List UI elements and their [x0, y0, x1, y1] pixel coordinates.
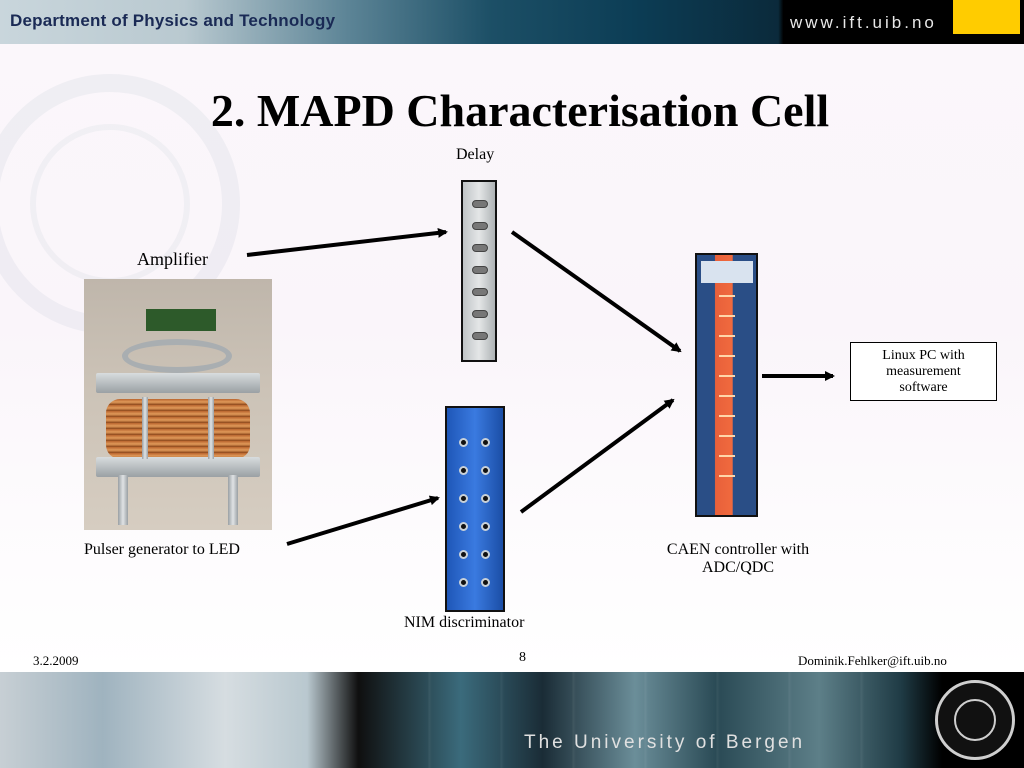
- caen-led-strip: [719, 315, 735, 317]
- connector-jack-icon: [459, 438, 468, 447]
- header-band: Department of Physics and Technology www…: [0, 0, 1024, 44]
- delay-knob-icon: [472, 266, 488, 274]
- connector-jack-icon: [459, 522, 468, 531]
- caen-led-strip: [719, 355, 735, 357]
- caen-controller-module: [695, 253, 758, 517]
- caen-led-strip: [719, 335, 735, 337]
- amplifier-leg-right: [228, 475, 238, 525]
- label-nim: NIM discriminator: [404, 614, 525, 631]
- nim-discriminator-module: [445, 406, 505, 612]
- caen-led-strip: [719, 435, 735, 437]
- slide-title: 2. MAPD Characterisation Cell: [210, 85, 830, 136]
- university-seal-inner-icon: [954, 699, 996, 741]
- connector-jack-icon: [481, 550, 490, 559]
- footer-email[interactable]: Dominik.Fehlker@ift.uib.no: [798, 653, 947, 668]
- caen-led-strip: [719, 375, 735, 377]
- connector-jack-icon: [459, 466, 468, 475]
- delay-knob-icon: [472, 200, 488, 208]
- amplifier-bottom-plate: [96, 457, 260, 477]
- bottom-image-band: [0, 672, 1024, 768]
- caen-led-strip: [719, 475, 735, 477]
- amplifier-top-plate: [96, 373, 260, 393]
- amplifier-photo: [84, 279, 272, 530]
- connector-jack-icon: [459, 578, 468, 587]
- connector-jack-icon: [459, 550, 468, 559]
- label-caen-line2: ADC/QDC: [701, 559, 774, 576]
- label-caen: CAEN controller with ADC/QDC: [640, 541, 836, 577]
- footer-date: 3.2.2009: [33, 653, 79, 668]
- pc-box-line1: Linux PC with: [882, 347, 965, 363]
- delay-knob-icon: [472, 222, 488, 230]
- label-pulser: Pulser generator to LED: [84, 541, 240, 558]
- pc-box-line2: measurement: [886, 363, 961, 379]
- delay-knob-icon: [472, 244, 488, 252]
- amplifier-rod-left: [142, 397, 148, 459]
- university-seal-icon: [935, 680, 1015, 760]
- caen-led-strip: [719, 395, 735, 397]
- connector-jack-icon: [481, 466, 490, 475]
- connector-jack-icon: [481, 494, 490, 503]
- delay-knob-icon: [472, 310, 488, 318]
- label-amplifier: Amplifier: [137, 249, 208, 269]
- pc-box-line3: software: [899, 379, 948, 395]
- delay-knob-icon: [472, 288, 488, 296]
- delay-knob-icon: [472, 332, 488, 340]
- connector-jack-icon: [481, 438, 490, 447]
- linux-pc-box: Linux PC with measurement software: [850, 342, 997, 401]
- website-url[interactable]: www.ift.uib.no: [790, 13, 937, 32]
- delay-module: [461, 180, 497, 362]
- footer-page-number: 8: [519, 650, 526, 665]
- amplifier-leg-left: [118, 475, 128, 525]
- bottom-photo-tiles: [360, 672, 890, 768]
- connector-jack-icon: [481, 578, 490, 587]
- connector-jack-icon: [459, 494, 468, 503]
- label-caen-line1: CAEN controller with: [666, 541, 810, 558]
- university-name: The University of Bergen: [524, 732, 806, 753]
- amplifier-copper-coil: [106, 399, 250, 459]
- label-delay: Delay: [456, 146, 495, 163]
- caen-led-strip: [719, 415, 735, 417]
- caen-led-strip: [719, 455, 735, 457]
- caen-display-panel: [701, 261, 753, 283]
- caen-led-strip: [719, 295, 735, 297]
- amplifier-rod-right: [208, 397, 214, 459]
- amplifier-ring: [122, 339, 232, 373]
- connector-jack-icon: [481, 522, 490, 531]
- department-name: Department of Physics and Technology: [10, 11, 336, 30]
- header-yellow-block: [953, 0, 1020, 34]
- amplifier-circuit-board: [146, 309, 216, 331]
